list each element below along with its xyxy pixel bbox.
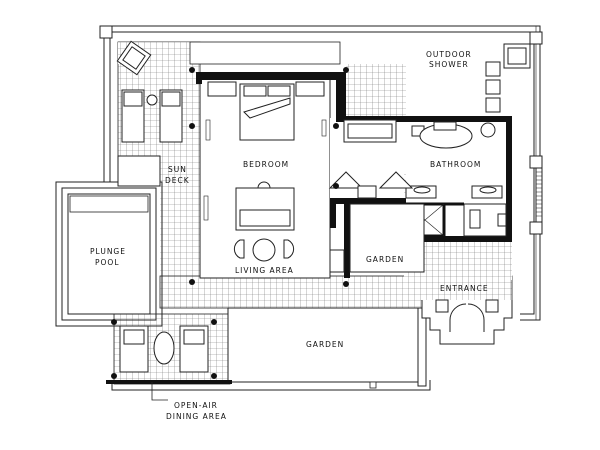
label-dining-1: OPEN-AIR bbox=[174, 401, 218, 410]
outdoor-shower-fixtures bbox=[485, 43, 531, 113]
label-outdoor-shower-1: OUTDOOR bbox=[426, 50, 472, 59]
label-outdoor-shower-2: SHOWER bbox=[429, 60, 469, 69]
label-sun-deck-1: SUN bbox=[168, 165, 187, 174]
label-bedroom: BEDROOM bbox=[243, 160, 289, 169]
label-bathroom: BATHROOM bbox=[430, 160, 481, 169]
bathroom-fixtures bbox=[328, 119, 507, 229]
inner-garden bbox=[349, 203, 425, 273]
main-garden bbox=[106, 307, 431, 391]
columns bbox=[111, 67, 349, 379]
label-living-area: LIVING AREA bbox=[235, 266, 294, 275]
dining-furniture bbox=[119, 325, 209, 373]
label-sun-deck-2: DECK bbox=[165, 176, 190, 185]
sun-loungers bbox=[116, 40, 183, 143]
label-entrance: ENTRANCE bbox=[440, 284, 489, 293]
dining-leader-line bbox=[151, 382, 168, 401]
label-garden-inner: GARDEN bbox=[366, 255, 404, 264]
thick-walls bbox=[196, 72, 512, 278]
label-dining-2: DINING AREA bbox=[166, 412, 227, 421]
plunge-pool bbox=[55, 155, 163, 327]
entrance-structure bbox=[421, 299, 513, 345]
bed bbox=[205, 81, 327, 141]
label-garden-main: GARDEN bbox=[306, 340, 344, 349]
label-plunge-pool-1: PLUNGE bbox=[90, 247, 126, 256]
living-furniture bbox=[203, 181, 345, 273]
label-plunge-pool-2: POOL bbox=[95, 258, 120, 267]
upper-terrace bbox=[189, 41, 341, 65]
room-labels: OUTDOOR SHOWER BEDROOM SUN DECK BATHROOM… bbox=[90, 50, 489, 421]
right-wall-details bbox=[99, 25, 543, 235]
